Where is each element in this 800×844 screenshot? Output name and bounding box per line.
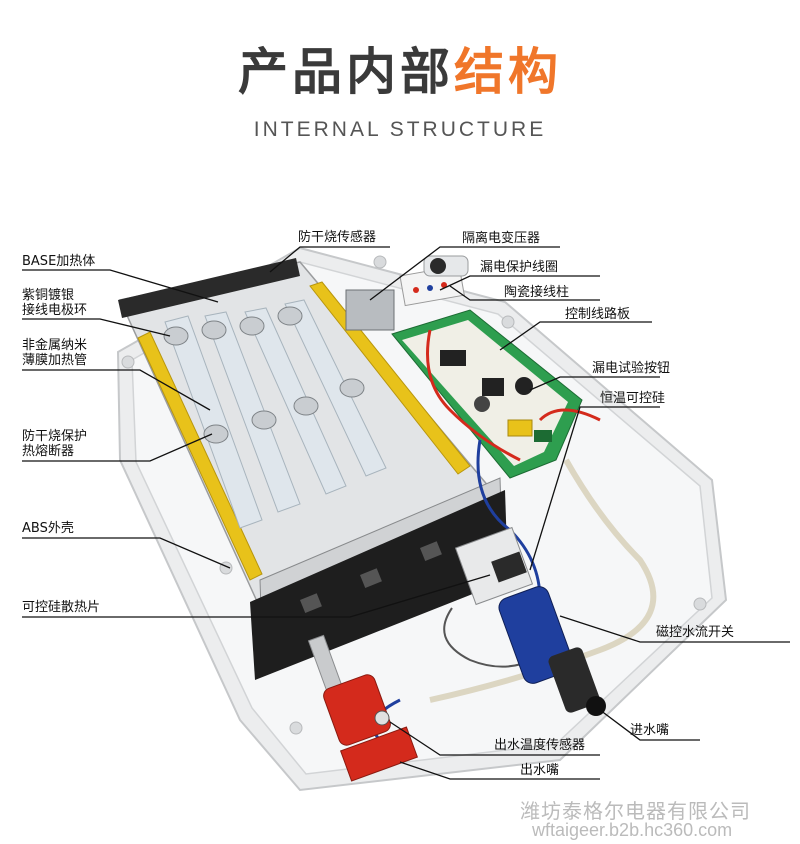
transformer-and-terminal <box>345 255 469 331</box>
label-thermal-fuse-line1: 防干烧保护 <box>22 429 88 444</box>
label-copper-ring-line1: 紫铜镀银 <box>22 288 75 303</box>
water-outlet-illustration <box>307 634 419 782</box>
title-accent: 结构 <box>454 43 562 101</box>
label-copper-ring-line2: 接线电极环 <box>22 303 88 318</box>
label-film-tube-line2: 薄膜加热管 <box>22 353 88 368</box>
label-base-heater: BASE加热体 <box>22 254 96 269</box>
magnetic-flow-switch-illustration <box>498 586 606 716</box>
control-circuit-board <box>391 309 583 479</box>
page-title: 产品内部结构 <box>0 40 800 104</box>
label-scr-heatsink: 可控硅散热片 <box>22 600 101 615</box>
label-film-tube-line1: 非金属纳米 <box>22 338 88 353</box>
label-dry-burn-sensor: 防干烧传感器 <box>298 230 377 245</box>
leader-lines <box>22 246 790 780</box>
watermark-company: 潍坊泰格尔电器有限公司 <box>520 799 751 823</box>
label-outlet-temp-sensor: 出水温度传感器 <box>494 738 586 753</box>
label-leak-test-button: 漏电试验按钮 <box>592 361 671 376</box>
label-water-inlet: 进水嘴 <box>630 723 670 738</box>
label-isolation-transformer: 隔离电变压器 <box>462 231 541 246</box>
label-ceramic-terminal: 陶瓷接线柱 <box>504 285 570 300</box>
page-subtitle: INTERNAL STRUCTURE <box>253 118 547 141</box>
label-control-board: 控制线路板 <box>565 307 631 322</box>
watermark-url: wftaigeer.b2b.hc360.com <box>532 820 733 840</box>
label-water-outlet: 出水嘴 <box>520 763 560 778</box>
label-thermostat-scr: 恒温可控硅 <box>600 391 666 406</box>
title-main: 产品内部 <box>238 43 454 101</box>
label-thermal-fuse-line2: 热熔断器 <box>22 444 75 459</box>
heating-tubes <box>163 299 387 529</box>
label-leakage-coil: 漏电保护线圈 <box>480 260 559 275</box>
heater-rail-left <box>137 331 263 581</box>
scr-component <box>491 551 527 583</box>
label-abs-shell: ABS外壳 <box>22 521 74 536</box>
label-magnetic-flow-switch: 磁控水流开关 <box>656 625 735 640</box>
